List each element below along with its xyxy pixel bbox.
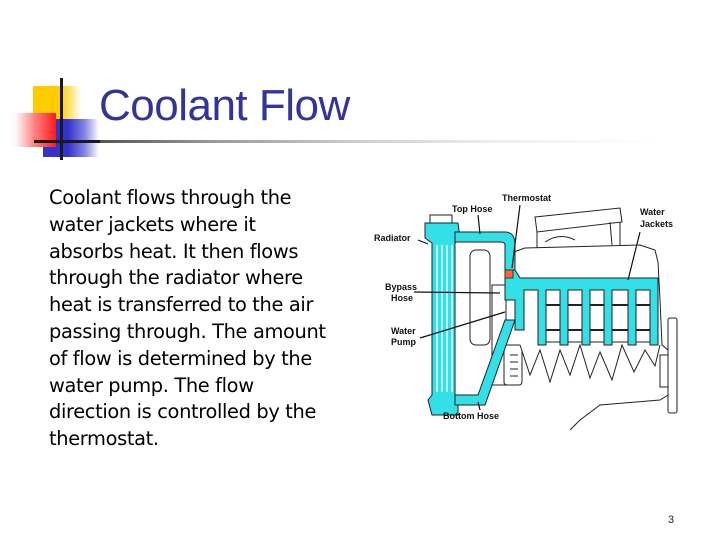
body-line: passing through. The amount bbox=[49, 319, 326, 343]
body-line: heat is transferred to the air bbox=[49, 293, 314, 317]
label-bottom-hose: Bottom Hose bbox=[443, 411, 499, 421]
label-top-hose: Top Hose bbox=[452, 204, 492, 214]
body-line: Coolant flows through the bbox=[49, 186, 292, 209]
label-water-pump-1: Water bbox=[391, 326, 416, 336]
bottom-hose bbox=[454, 319, 516, 406]
body-line: of flow is determined by the bbox=[49, 346, 312, 370]
body-line: through the radiator where bbox=[49, 266, 303, 290]
label-water-jackets-2: Jackets bbox=[640, 219, 673, 229]
label-radiator: Radiator bbox=[374, 233, 411, 243]
label-water-jackets-1: Water bbox=[640, 207, 665, 217]
logo-vertical-line bbox=[60, 78, 63, 160]
body-text: Coolant flows through the water jackets … bbox=[49, 185, 369, 453]
body-line: thermostat. bbox=[49, 427, 159, 451]
body-line: water pump. The flow bbox=[49, 373, 254, 397]
body-line: water jackets where it bbox=[49, 212, 256, 236]
body-line: absorbs heat. It then flows bbox=[49, 239, 299, 263]
label-bypass-hose-1: Bypass bbox=[385, 282, 417, 292]
slide-title: Coolant Flow bbox=[99, 81, 350, 130]
thermostat bbox=[504, 269, 514, 279]
label-water-pump-2: Pump bbox=[391, 337, 417, 347]
logo-horizontal-line bbox=[34, 140, 104, 143]
page-number: 3 bbox=[668, 514, 675, 526]
radiator bbox=[424, 214, 461, 416]
title-underline bbox=[100, 140, 660, 143]
body-line: direction is controlled by the bbox=[49, 400, 317, 424]
label-bypass-hose-2: Hose bbox=[391, 293, 413, 303]
engine-cooling-diagram: Thermostat Top Hose Radiator Water Jacke… bbox=[374, 193, 678, 431]
label-thermostat: Thermostat bbox=[502, 193, 551, 203]
